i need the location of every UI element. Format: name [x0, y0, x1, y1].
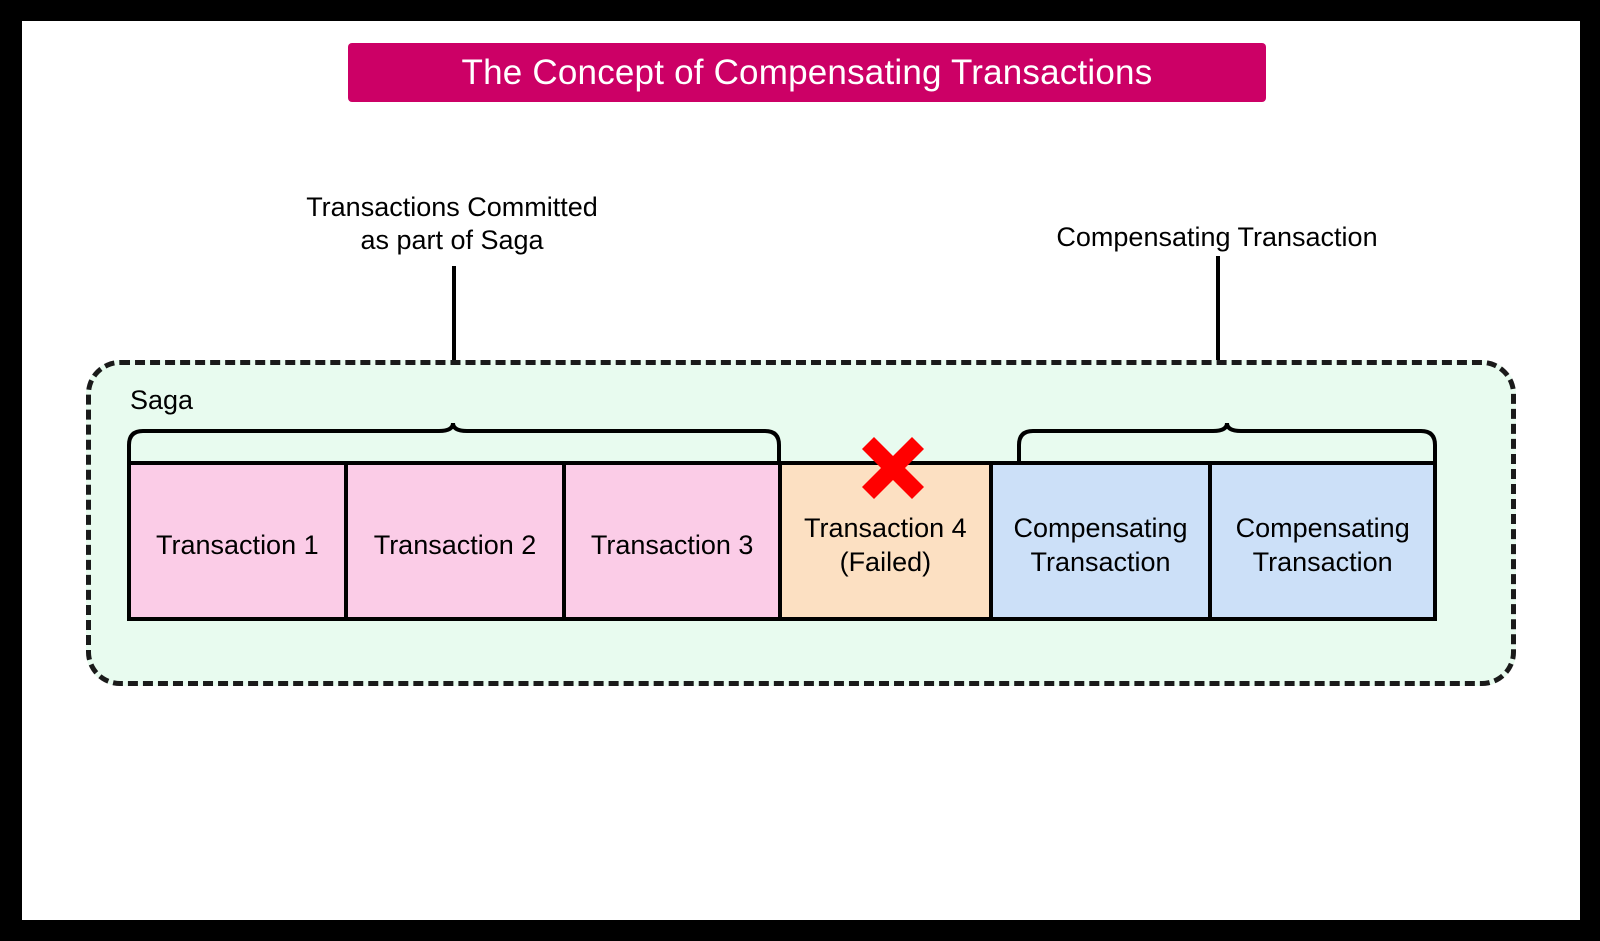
compensating-transaction-box-1[interactable]: Compensating Transaction [992, 465, 1213, 617]
brace-committed-transactions [127, 422, 781, 465]
page-title: The Concept of Compensating Transactions [461, 52, 1153, 92]
failure-cross-icon [861, 436, 925, 500]
annotation-committed-transactions: Transactions Committed as part of Saga [306, 192, 598, 255]
saga-label: Saga [130, 385, 194, 415]
compensating-transaction-box-2[interactable]: Compensating Transaction [1212, 465, 1433, 617]
transaction-box-2[interactable]: Transaction 2 [347, 465, 567, 617]
transaction-box-1[interactable]: Transaction 1 [131, 465, 348, 617]
brace-compensating-transactions [1017, 422, 1437, 465]
diagram-canvas: The Concept of Compensating Transactions… [22, 21, 1580, 920]
transaction-box-3[interactable]: Transaction 3 [566, 465, 782, 617]
annotation-compensating-transaction: Compensating Transaction [1056, 222, 1378, 252]
transaction-box-4-failed[interactable]: Transaction 4 (Failed) [782, 465, 993, 617]
page-title-banner: The Concept of Compensating Transactions [348, 43, 1266, 102]
transaction-sequence: Transaction 1 Transaction 2 Transaction … [127, 461, 1437, 621]
